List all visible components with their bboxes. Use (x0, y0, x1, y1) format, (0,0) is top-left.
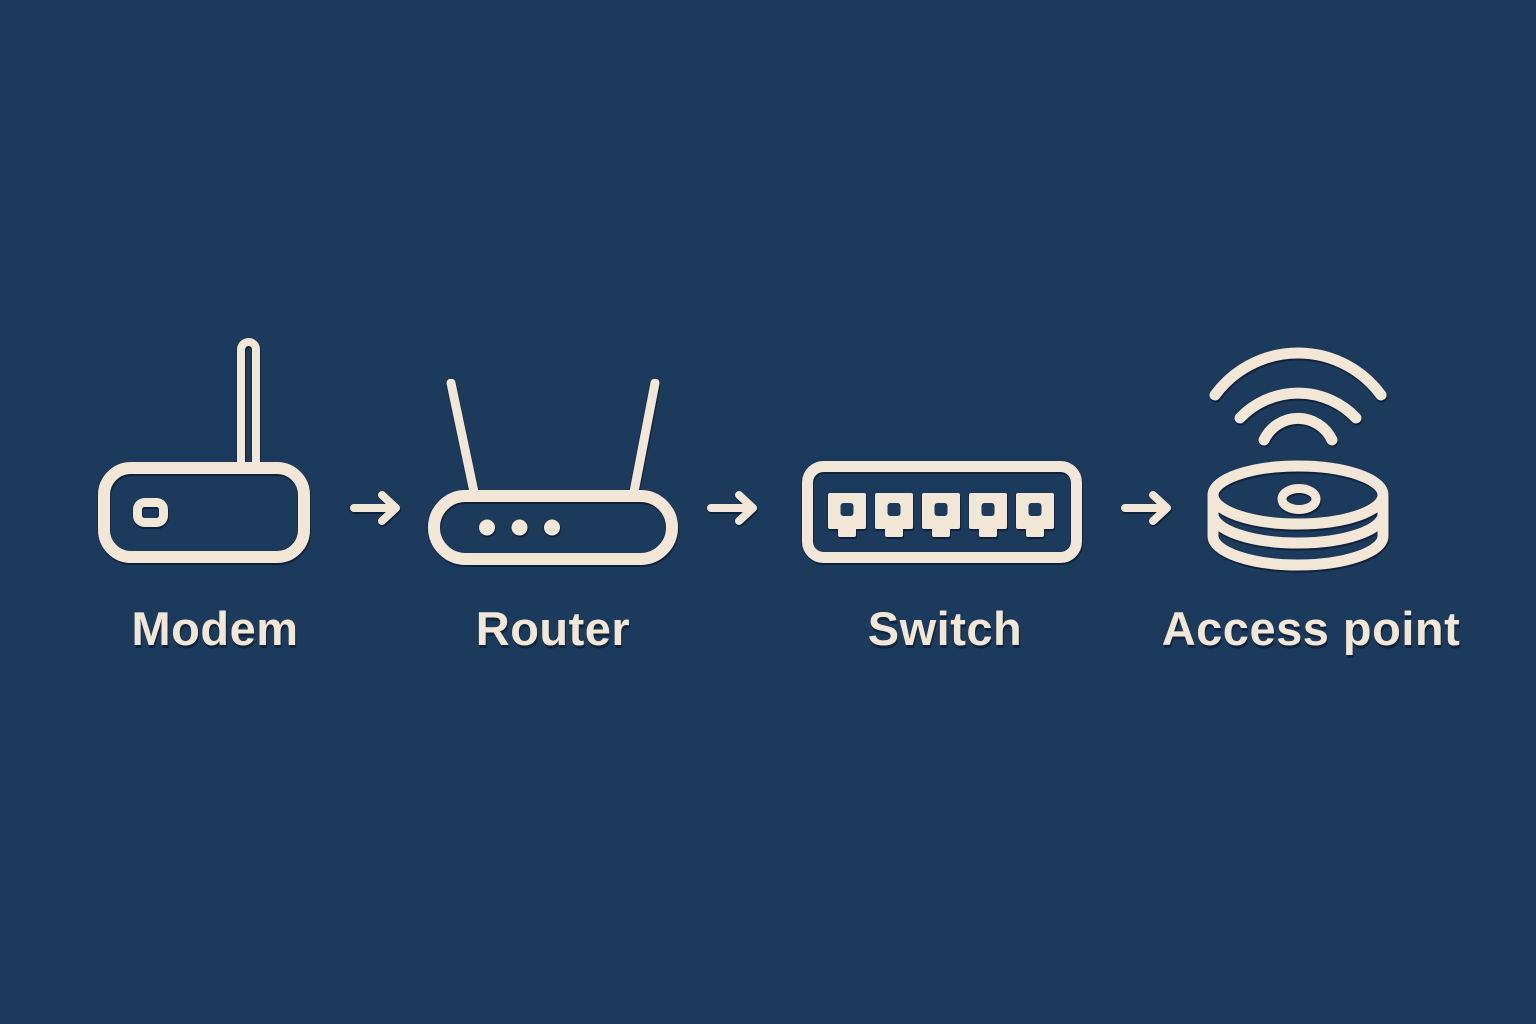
modem-label: Modem (131, 602, 299, 655)
router-antenna-right (629, 379, 660, 497)
access-point-icon (1207, 347, 1389, 571)
wifi-waves-icon (1209, 347, 1387, 446)
modem-antenna (237, 338, 260, 474)
switch-body (802, 461, 1082, 563)
router-led (479, 519, 495, 536)
flow-arrow-icon (350, 491, 400, 525)
modem-body (98, 462, 310, 563)
router-body (428, 490, 678, 565)
access-point-base (1207, 460, 1389, 571)
flow-arrow-icon (1121, 491, 1171, 525)
switch-ports (828, 493, 1054, 537)
router-led (544, 519, 560, 536)
modem-icon (98, 338, 310, 563)
router-label: Router (475, 602, 631, 655)
switch-label: Switch (867, 602, 1023, 655)
switch-icon (802, 461, 1082, 563)
access-point-label: Access point (1161, 602, 1461, 655)
router-icon (428, 379, 678, 565)
flow-arrow-icon (707, 491, 757, 525)
modem-port (133, 498, 168, 527)
router-antenna-left (446, 379, 479, 497)
router-led (511, 519, 528, 536)
